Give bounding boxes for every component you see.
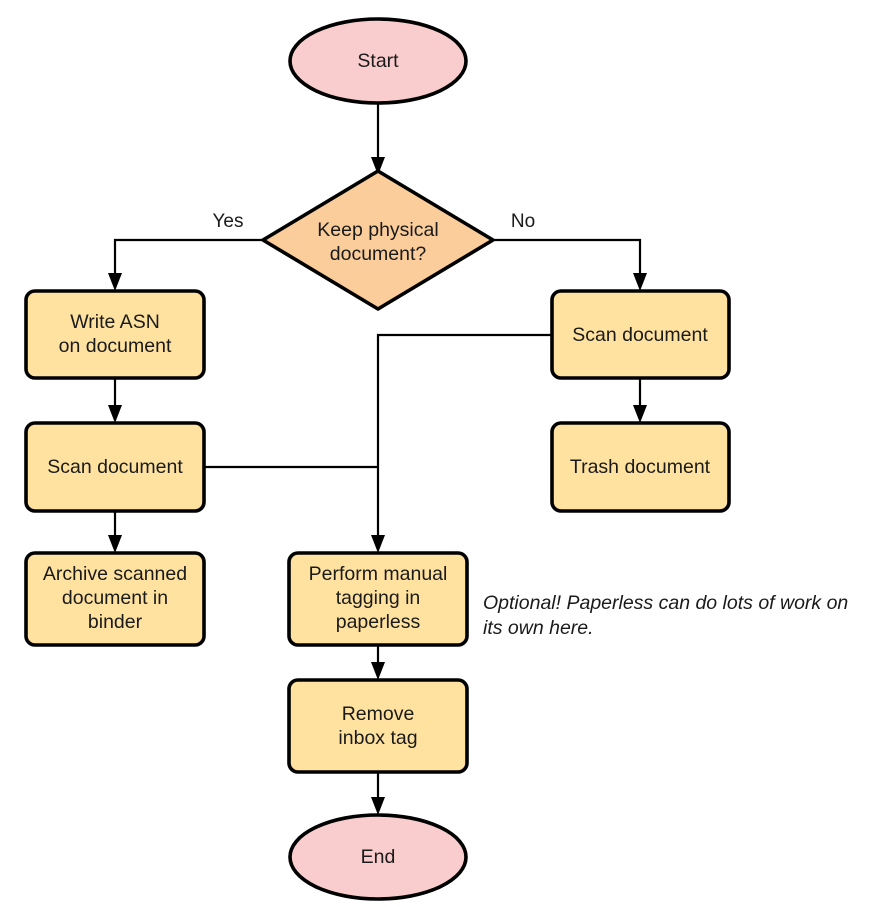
node-trash-document[interactable]: Trash document (550, 421, 731, 513)
edge-label-no: No (511, 211, 535, 232)
remove-inbox-tag-label-line2: inbox tag (338, 727, 417, 749)
optional-note-line2: its own here. (483, 617, 594, 639)
node-perform-manual-tagging[interactable]: Perform manual tagging in paperless (287, 551, 469, 647)
scan-document-left-label: Scan document (47, 456, 183, 478)
edge-decision-yes (108, 238, 263, 291)
node-write-asn[interactable]: Write ASN on document (24, 289, 206, 380)
optional-note-line1: Optional! Paperless can do lots of work … (483, 592, 848, 614)
annotation-optional-note: Optional! Paperless can do lots of work … (483, 592, 848, 639)
trash-document-label: Trash document (570, 456, 711, 478)
archive-label-line2: document in (62, 587, 168, 609)
manual-tagging-box-shape (287, 551, 469, 647)
node-decision-keep-physical-document[interactable]: Keep physical document? (261, 169, 495, 311)
scan-document-right-box-shape (550, 289, 731, 380)
edge-decision-no (493, 238, 647, 291)
edge-tagging-to-removeinbox (371, 645, 385, 680)
trash-document-box-shape (550, 421, 731, 513)
edge-start-to-decision (371, 103, 385, 175)
end-label: End (361, 846, 396, 868)
end-ellipse-shape (288, 813, 468, 901)
write-asn-box-shape (24, 289, 206, 380)
edge-scanright-to-trash (633, 378, 647, 423)
remove-inbox-tag-box-shape (287, 678, 469, 774)
edge-scanleft-to-archive (108, 511, 122, 553)
start-label: Start (357, 50, 399, 72)
decision-label-line2: document? (330, 243, 427, 265)
edge-scanright-to-tagging (371, 333, 552, 553)
start-ellipse-shape (288, 17, 468, 105)
decision-diamond-shape (261, 169, 495, 311)
write-asn-label-line1: Write ASN (70, 311, 160, 333)
node-end[interactable]: End (288, 813, 468, 901)
node-remove-inbox-tag[interactable]: Remove inbox tag (287, 678, 469, 774)
manual-tagging-label-line3: paperless (336, 611, 421, 633)
edge-label-yes: Yes (213, 211, 244, 232)
scan-document-right-label: Scan document (572, 324, 708, 346)
decision-label-line1: Keep physical (317, 219, 438, 241)
manual-tagging-label-line1: Perform manual (309, 563, 448, 585)
edge-writeasn-to-scanleft (108, 378, 122, 423)
archive-label-line3: binder (88, 611, 143, 633)
manual-tagging-label-line2: tagging in (336, 587, 421, 609)
node-archive-scanned-document[interactable]: Archive scanned document in binder (24, 551, 206, 647)
node-scan-document-left[interactable]: Scan document (24, 421, 206, 513)
remove-inbox-tag-label-line1: Remove (342, 703, 415, 725)
node-scan-document-right[interactable]: Scan document (550, 289, 731, 380)
archive-label-line1: Archive scanned (43, 563, 187, 585)
node-start[interactable]: Start (288, 17, 468, 105)
edge-removeinbox-to-end (371, 772, 385, 815)
scan-document-left-box-shape (24, 421, 206, 513)
write-asn-label-line2: on document (59, 335, 172, 357)
archive-box-shape (24, 551, 206, 647)
